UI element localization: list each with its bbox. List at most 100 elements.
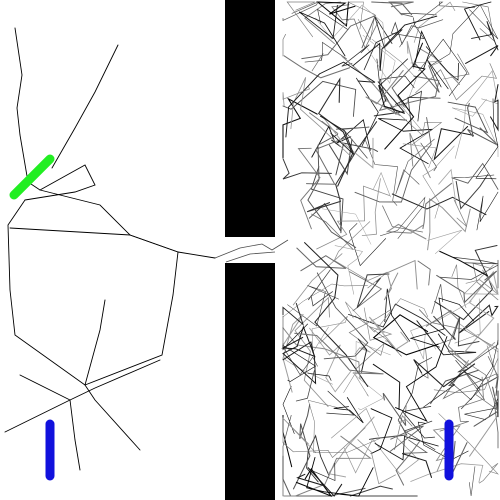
dense-line [282, 33, 286, 57]
dense-line [455, 174, 489, 210]
dense-line [378, 118, 433, 165]
dense-line [333, 221, 388, 289]
dense-line [282, 158, 332, 180]
dense-line [439, 376, 484, 432]
dense-line [290, 77, 353, 158]
dense-line [475, 98, 499, 180]
dense-line [307, 133, 357, 248]
dense-line [476, 191, 499, 231]
dense-line [306, 434, 330, 483]
wall-top [225, 0, 275, 237]
dense-line [372, 363, 401, 410]
dense-line [442, 368, 496, 400]
dense-line [368, 420, 408, 440]
dense-line [403, 420, 436, 450]
dense-line [309, 327, 352, 393]
dense-line [292, 253, 343, 306]
dense-line [370, 408, 393, 455]
dense-line [427, 198, 471, 251]
left-line [7, 199, 86, 386]
dense-line [362, 35, 396, 84]
dense-line [465, 45, 499, 64]
green-marker [9, 154, 55, 200]
dense-line [414, 30, 431, 69]
dense-line [297, 147, 321, 230]
dense-line [458, 322, 499, 353]
dense-line [413, 359, 476, 388]
dense-line [307, 372, 332, 381]
left-line [9, 227, 131, 236]
dense-line [306, 121, 378, 213]
dense-line [306, 137, 347, 185]
dense-line [388, 1, 414, 16]
dense-line [413, 1, 456, 43]
dense-line [311, 125, 341, 158]
dense-line [469, 414, 499, 457]
dense-line [371, 1, 413, 16]
dense-line [423, 371, 483, 408]
dense-line [390, 17, 425, 45]
dense-line [431, 283, 444, 314]
dense-line [454, 298, 481, 344]
dense-line [361, 178, 381, 237]
dense-line [308, 202, 341, 231]
dense-line [372, 314, 439, 356]
dense-line [472, 262, 499, 301]
dense-line [310, 166, 344, 234]
dense-line [395, 138, 435, 195]
dense-line [451, 352, 498, 411]
dense-line [391, 193, 487, 216]
dense-line [439, 250, 488, 277]
dense-line [447, 101, 489, 134]
dense-line [382, 205, 423, 233]
dense-line [418, 309, 463, 330]
dense-line [401, 19, 444, 45]
left-line [69, 399, 81, 471]
dense-line [427, 229, 463, 255]
dense-line [356, 77, 379, 147]
dense-line [304, 41, 347, 63]
dense-line [371, 39, 424, 133]
dense-line [453, 174, 495, 178]
dense-line [286, 1, 316, 38]
dense-line [310, 462, 336, 481]
dense-line [451, 264, 467, 308]
dense-line [294, 332, 384, 375]
dense-line [439, 259, 499, 289]
dense-line [317, 8, 349, 30]
dense-line [409, 297, 475, 348]
dense-line [473, 386, 499, 427]
dense-line [433, 315, 480, 347]
gap-bridge [214, 239, 289, 263]
dense-line [453, 199, 468, 227]
dense-line [348, 309, 391, 370]
dense-line [487, 356, 499, 389]
dense-line [464, 269, 499, 353]
dense-line [395, 90, 422, 122]
dense-line [425, 309, 452, 327]
dense-line [357, 338, 368, 373]
dense-line [467, 103, 499, 146]
dense-line [384, 288, 411, 342]
dense-line [410, 463, 484, 483]
dense-line [493, 398, 499, 449]
dense-line [401, 406, 436, 439]
dense-line [306, 456, 374, 497]
dense-line [446, 308, 469, 366]
dense-line [343, 435, 419, 475]
dense-line [415, 63, 498, 101]
dense-line [282, 302, 304, 326]
dense-line [402, 143, 437, 169]
dense-line [410, 301, 472, 360]
dense-line [295, 370, 315, 402]
dense-line [354, 117, 432, 203]
dense-line [356, 273, 390, 309]
left-line [4, 359, 161, 433]
dense-line [438, 413, 499, 475]
left-line [84, 299, 106, 386]
dense-line [363, 15, 403, 71]
dense-line [309, 112, 339, 135]
dense-line [345, 298, 429, 333]
